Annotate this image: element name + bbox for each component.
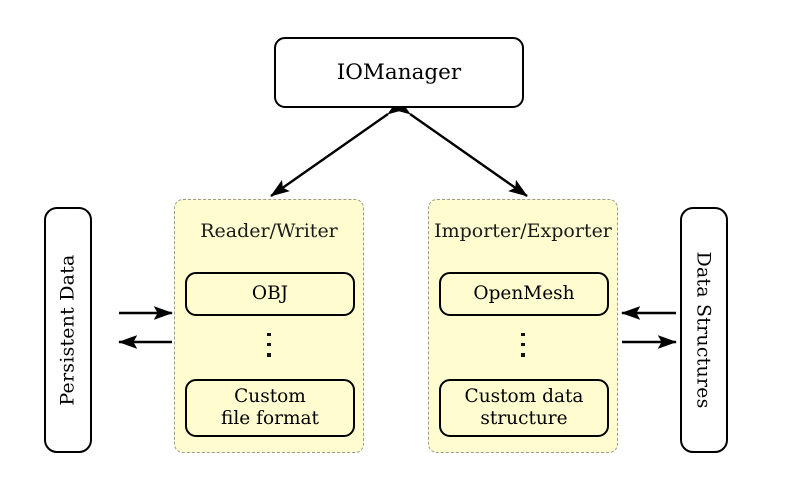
node-custom-file-format-label: Custom file format [221, 386, 319, 430]
data-structures-node[interactable]: Data Structures [680, 207, 728, 453]
persistent-data-label: Persistent Data [57, 254, 79, 406]
persistent-data-node[interactable]: Persistent Data [44, 207, 92, 453]
group-reader-writer[interactable]: Reader/Writer OBJ Custom file format [174, 199, 364, 453]
vertical-ellipsis-icon [429, 333, 617, 357]
node-custom-data-structure-label: Custom data structure [465, 386, 584, 430]
vertical-ellipsis-icon [175, 333, 363, 357]
data-structures-label: Data Structures [693, 251, 715, 409]
node-custom-file-format-line-2: file format [221, 408, 319, 429]
node-openmesh[interactable]: OpenMesh [439, 272, 609, 316]
node-custom-data-structure-line-1: Custom data [464, 386, 584, 408]
io-manager-label: IOManager [336, 60, 462, 85]
edge-manager-readerwriter [270, 97, 407, 197]
group-importer-exporter-title: Importer/Exporter [434, 220, 612, 242]
node-openmesh-label: OpenMesh [473, 283, 575, 305]
node-obj[interactable]: OBJ [185, 272, 355, 316]
edge-manager-importerexporter [391, 97, 528, 197]
io-manager-node[interactable]: IOManager [274, 37, 524, 108]
node-custom-data-structure-line-2: structure [480, 408, 568, 429]
node-custom-data-structure[interactable]: Custom data structure [439, 379, 609, 437]
node-custom-file-format-line-1: Custom [234, 386, 306, 408]
group-reader-writer-title: Reader/Writer [200, 220, 338, 242]
node-obj-label: OBJ [251, 283, 289, 305]
node-custom-file-format[interactable]: Custom file format [185, 379, 355, 437]
group-importer-exporter[interactable]: Importer/Exporter OpenMesh Custom data s… [428, 199, 618, 453]
